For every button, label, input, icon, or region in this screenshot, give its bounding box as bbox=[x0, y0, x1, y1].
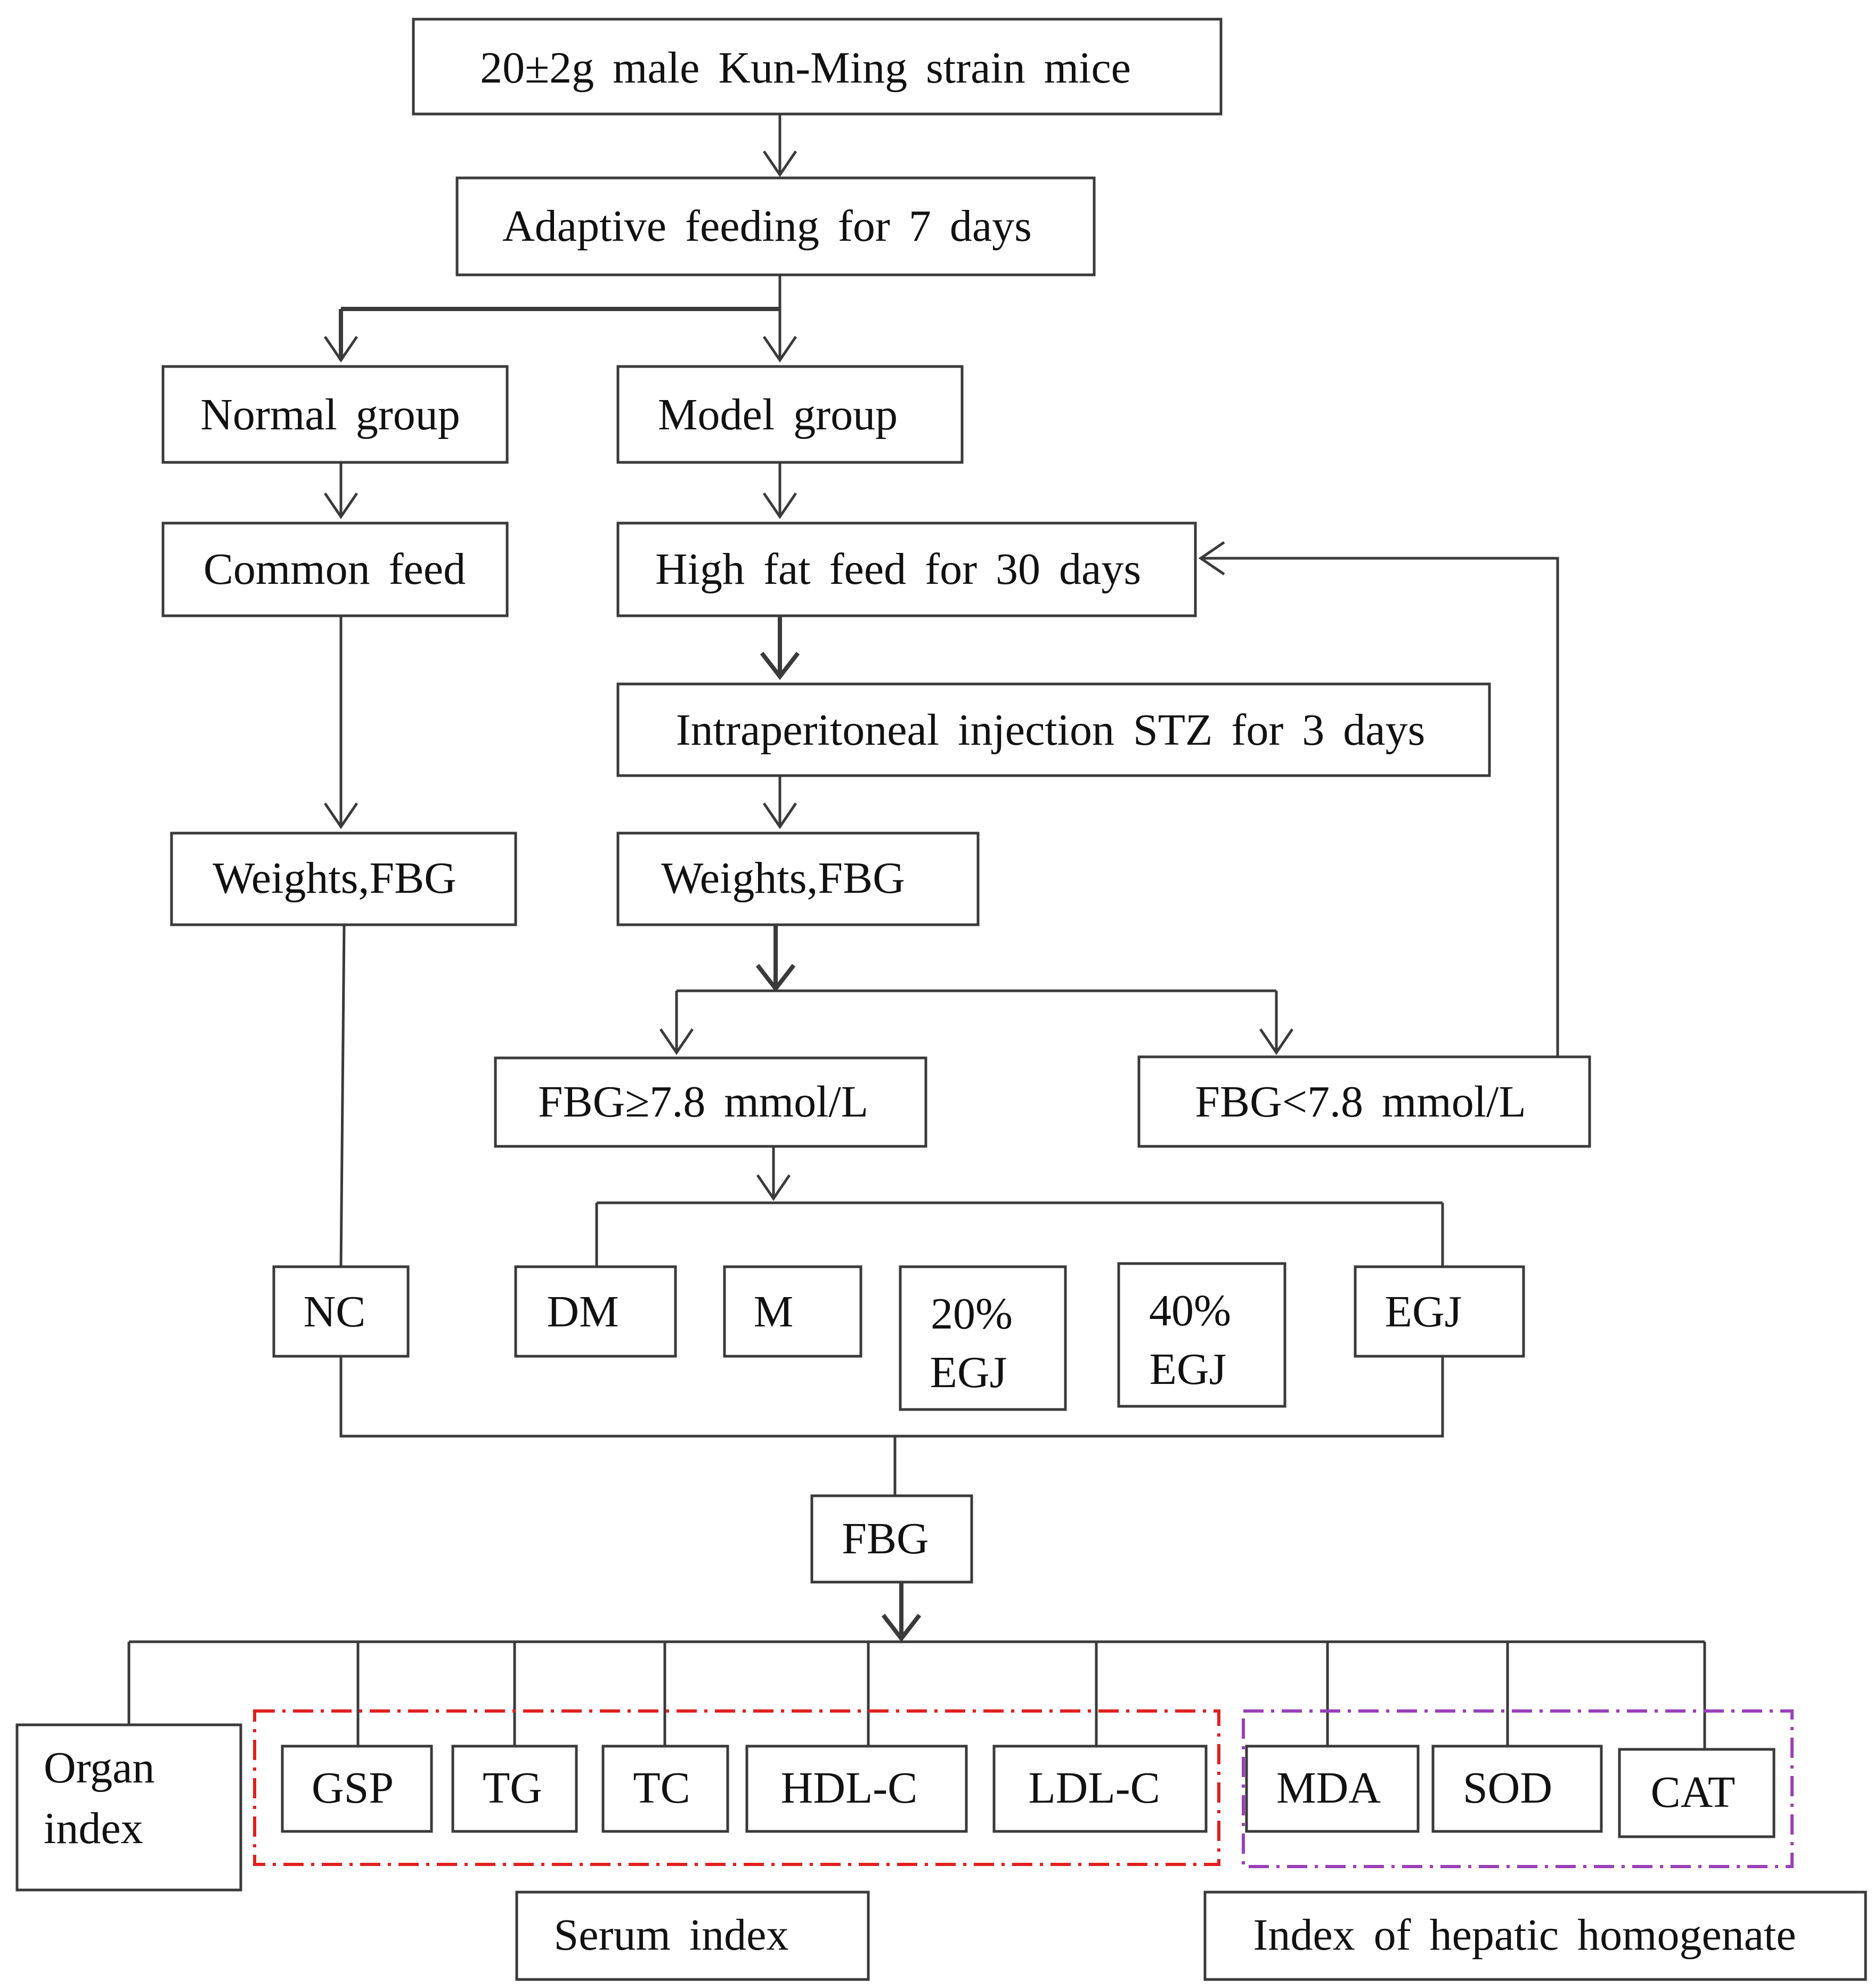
arrowhead bbox=[659, 1028, 694, 1055]
m-label: M bbox=[754, 1287, 794, 1337]
egj-40-label-line2: EGJ bbox=[1150, 1345, 1227, 1394]
tc-label: TC bbox=[633, 1763, 690, 1813]
serum-index-label: Serum index bbox=[554, 1910, 789, 1960]
arrowhead bbox=[756, 1174, 791, 1201]
high-fat-feed-box: High fat feed for 30 days bbox=[616, 522, 1197, 617]
dm-label: DM bbox=[547, 1287, 618, 1337]
arrowhead bbox=[755, 964, 796, 992]
hdl-c-label: HDL-C bbox=[781, 1763, 918, 1813]
organ-index-label-line2: index bbox=[44, 1804, 143, 1853]
arrowhead bbox=[323, 336, 359, 363]
tg-box: TG bbox=[451, 1745, 578, 1833]
model-group-label: Model group bbox=[658, 390, 898, 439]
hepatic-index-box: Index of hepatic homogenate bbox=[1203, 1891, 1867, 1981]
common-feed-box: Common feed bbox=[161, 522, 509, 617]
arrowhead bbox=[1198, 541, 1225, 576]
egj-20-box: 20% EGJ bbox=[899, 1265, 1067, 1411]
model-group-box: Model group bbox=[616, 365, 964, 464]
hepatic-index-label: Index of hepatic homogenate bbox=[1253, 1910, 1796, 1960]
fbg-low-box: FBG<7.8 mmol/L bbox=[1137, 1055, 1591, 1148]
cat-box: CAT bbox=[1618, 1748, 1776, 1838]
arrowhead bbox=[881, 1614, 922, 1642]
sod-label: SOD bbox=[1463, 1763, 1552, 1813]
egj-label: EGJ bbox=[1385, 1287, 1462, 1337]
mice-box: 20±2g male Kun-Ming strain mice bbox=[412, 18, 1223, 116]
egj-40-box: 40% EGJ bbox=[1117, 1262, 1286, 1408]
tc-box: TC bbox=[601, 1745, 729, 1833]
fbg-high-box: FBG≥7.8 mmol/L bbox=[494, 1056, 927, 1148]
hdl-c-box: HDL-C bbox=[745, 1745, 968, 1833]
organ-index-label-line1: Organ bbox=[44, 1743, 154, 1793]
normal-group-label: Normal group bbox=[200, 390, 460, 439]
arrowheads bbox=[323, 150, 1294, 1642]
sod-box: SOD bbox=[1431, 1745, 1603, 1833]
egj-40-label-line1: 40% bbox=[1149, 1286, 1231, 1335]
mice-label: 20±2g male Kun-Ming strain mice bbox=[480, 43, 1131, 93]
adaptive-feeding-label: Adaptive feeding for 7 days bbox=[502, 201, 1032, 251]
egj-20-label-line1: 20% bbox=[931, 1289, 1013, 1339]
ldl-c-box: LDL-C bbox=[992, 1745, 1208, 1833]
arrowhead bbox=[762, 802, 797, 829]
fbg-high-label: FBG≥7.8 mmol/L bbox=[538, 1077, 868, 1127]
serum-index-box: Serum index bbox=[515, 1891, 870, 1981]
stz-injection-label: Intraperitoneal injection STZ for 3 days bbox=[676, 705, 1426, 755]
weights-fbg-normal-label: Weights,FBG bbox=[213, 853, 457, 903]
nc-box: NC bbox=[272, 1265, 410, 1358]
common-feed-label: Common feed bbox=[203, 544, 466, 594]
egj-20-label-line2: EGJ bbox=[930, 1348, 1007, 1397]
weights-fbg-model-label: Weights,FBG bbox=[661, 853, 905, 903]
serum-index-group-outline bbox=[253, 1709, 1220, 1866]
gsp-box: GSP bbox=[281, 1745, 433, 1833]
cat-label: CAT bbox=[1651, 1767, 1736, 1817]
fbg-low-label: FBG<7.8 mmol/L bbox=[1195, 1077, 1526, 1127]
adaptive-feeding-box: Adaptive feeding for 7 days bbox=[455, 176, 1096, 276]
hepatic-index-group-outline bbox=[1242, 1709, 1794, 1868]
arrowhead bbox=[762, 492, 797, 519]
organ-index-box: Organ index bbox=[15, 1723, 242, 1892]
ldl-c-label: LDL-C bbox=[1028, 1763, 1160, 1813]
mda-box: MDA bbox=[1245, 1745, 1420, 1833]
weights-fbg-model-box: Weights,FBG bbox=[616, 832, 980, 926]
normal-group-box: Normal group bbox=[161, 365, 509, 464]
dm-box: DM bbox=[514, 1265, 677, 1358]
arrowhead bbox=[323, 802, 359, 829]
arrowhead bbox=[762, 150, 797, 177]
high-fat-feed-label: High fat feed for 30 days bbox=[655, 544, 1141, 594]
tg-label: TG bbox=[483, 1763, 542, 1813]
mda-label: MDA bbox=[1276, 1763, 1381, 1813]
fbg-box: FBG bbox=[810, 1494, 973, 1584]
arrowhead bbox=[1259, 1028, 1294, 1055]
fbg-label: FBG bbox=[842, 1514, 929, 1563]
gsp-label: GSP bbox=[312, 1763, 394, 1813]
egj-box: EGJ bbox=[1354, 1265, 1525, 1358]
arrowhead bbox=[323, 492, 359, 519]
stz-injection-box: Intraperitoneal injection STZ for 3 days bbox=[616, 682, 1491, 777]
arrowhead bbox=[762, 336, 797, 363]
arrowhead bbox=[760, 651, 800, 680]
m-box: M bbox=[723, 1265, 862, 1358]
weights-fbg-normal-box: Weights,FBG bbox=[170, 832, 517, 926]
nc-label: NC bbox=[304, 1287, 366, 1337]
